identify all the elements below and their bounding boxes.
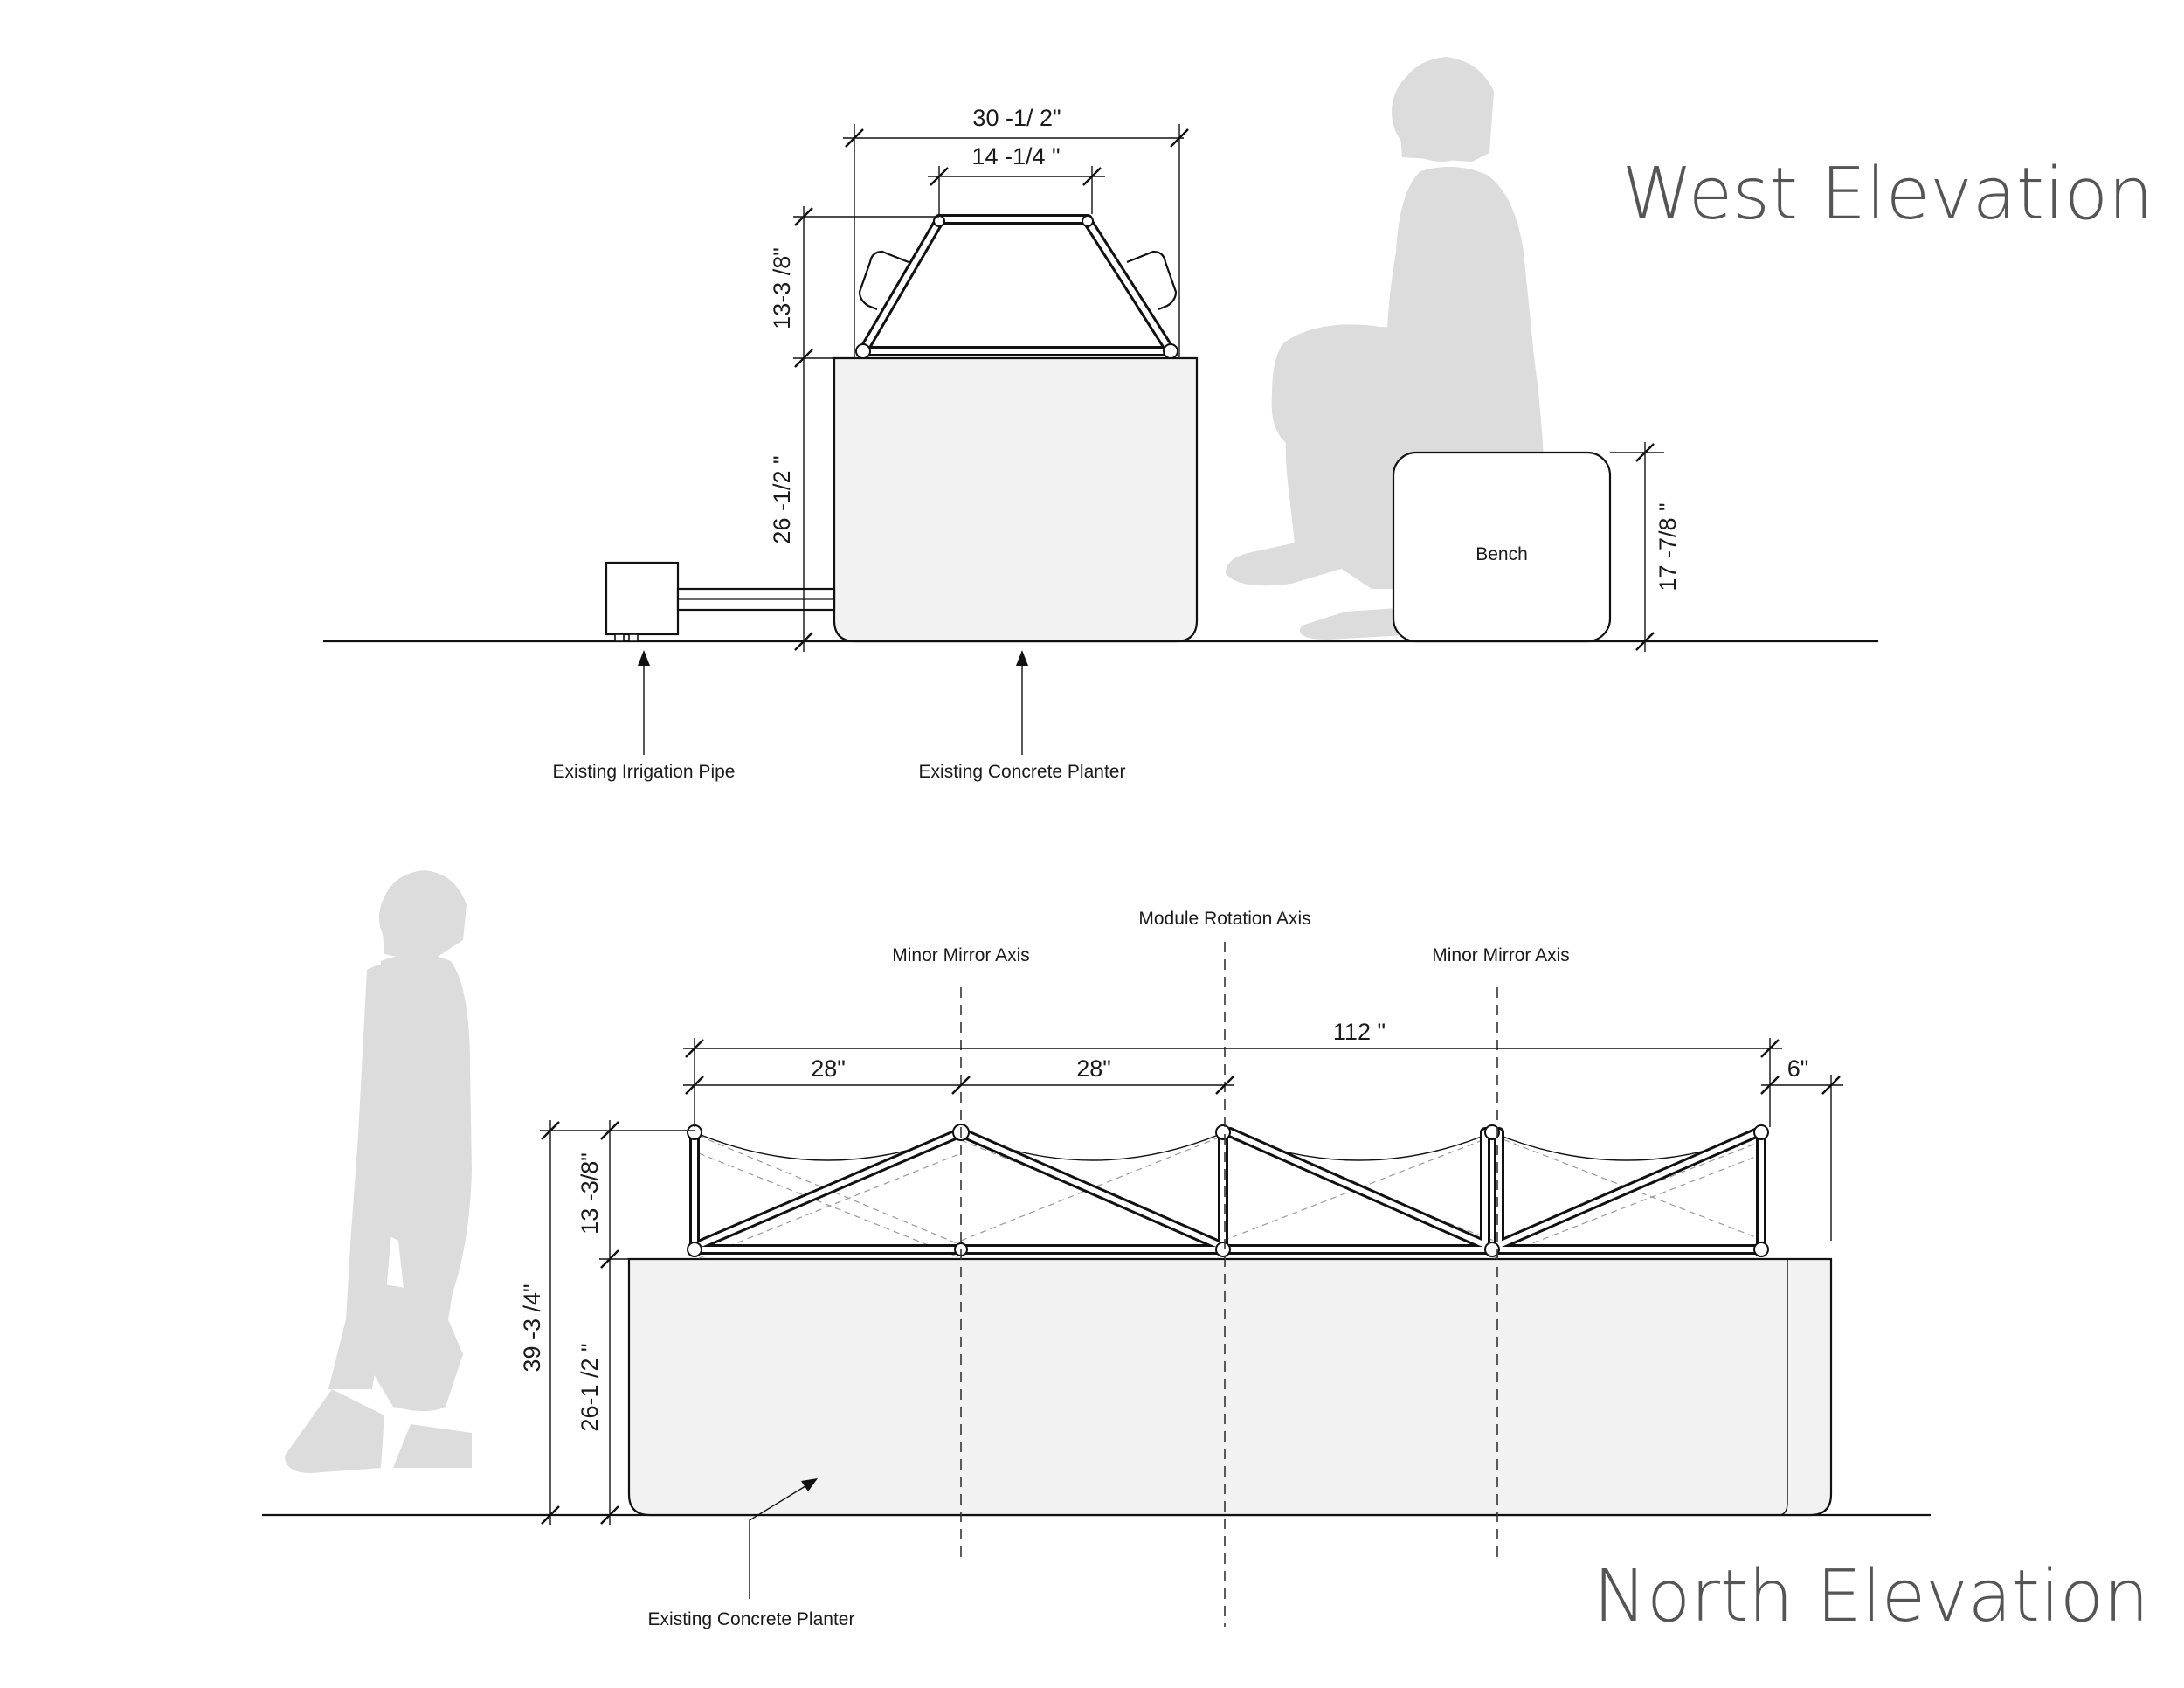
west-planter-label: Existing Concrete Planter bbox=[919, 762, 1126, 782]
north-module-a-label: 28" bbox=[811, 1055, 846, 1082]
west-inner-width-dimension bbox=[928, 166, 1105, 214]
seated-person-silhouette bbox=[1226, 57, 1545, 640]
north-planter-leader bbox=[749, 1478, 818, 1599]
north-total-width-label: 112 " bbox=[1333, 1019, 1386, 1045]
west-concrete-planter bbox=[833, 356, 1199, 643]
west-bench-height-dimension bbox=[1610, 442, 1664, 652]
north-concrete-planter bbox=[627, 1257, 1833, 1517]
west-planter-height-label: 26 -1/2 " bbox=[769, 455, 795, 543]
bench-label: Bench bbox=[1476, 544, 1528, 564]
west-bench-height-label: 17 -7/8 " bbox=[1655, 502, 1681, 591]
west-title: West Elevation bbox=[1621, 153, 2153, 236]
standing-person-silhouette bbox=[285, 870, 472, 1473]
north-planter-height-label: 26-1 /2 " bbox=[577, 1343, 603, 1431]
north-frame-tubes bbox=[687, 1124, 1769, 1257]
north-offset-label: 6" bbox=[1787, 1055, 1809, 1082]
west-top-width-dimension bbox=[843, 124, 1189, 358]
north-title: North Elevation bbox=[1593, 1555, 2149, 1638]
minor-mirror-axis-right-label: Minor Mirror Axis bbox=[1432, 945, 1570, 965]
irrigation-box-foot-left bbox=[614, 633, 625, 642]
west-inner-width-label: 14 -1/4 " bbox=[971, 143, 1060, 169]
north-planter-label: Existing Concrete Planter bbox=[648, 1609, 855, 1629]
irrigation-box-foot-right bbox=[628, 633, 639, 642]
west-height-dimensions bbox=[793, 206, 939, 652]
north-frame-height-label: 13 -3/8" bbox=[577, 1152, 603, 1235]
west-leaders bbox=[638, 650, 1028, 755]
north-elevation: North Elevation bbox=[262, 870, 2149, 1638]
module-rotation-axis-label: Module Rotation Axis bbox=[1138, 909, 1310, 929]
north-total-height-label: 39 -3 /4" bbox=[519, 1283, 545, 1372]
irrigation-box bbox=[605, 561, 680, 636]
irrigation-pipe-label: Existing Irrigation Pipe bbox=[553, 762, 736, 782]
north-height-dimensions bbox=[540, 1120, 695, 1525]
bench bbox=[1392, 451, 1612, 643]
north-width-dimensions bbox=[683, 1038, 1843, 1241]
north-planter-edge-right-curve bbox=[1778, 1502, 1788, 1516]
west-elevation: West Elevation bbox=[323, 57, 2153, 782]
north-module-b-label: 28" bbox=[1076, 1055, 1111, 1082]
west-frame bbox=[855, 214, 1178, 359]
minor-mirror-axis-left-label: Minor Mirror Axis bbox=[892, 945, 1030, 965]
west-frame-height-label: 13-3 /8" bbox=[769, 247, 795, 329]
west-top-width-label: 30 -1/ 2" bbox=[972, 105, 1061, 131]
